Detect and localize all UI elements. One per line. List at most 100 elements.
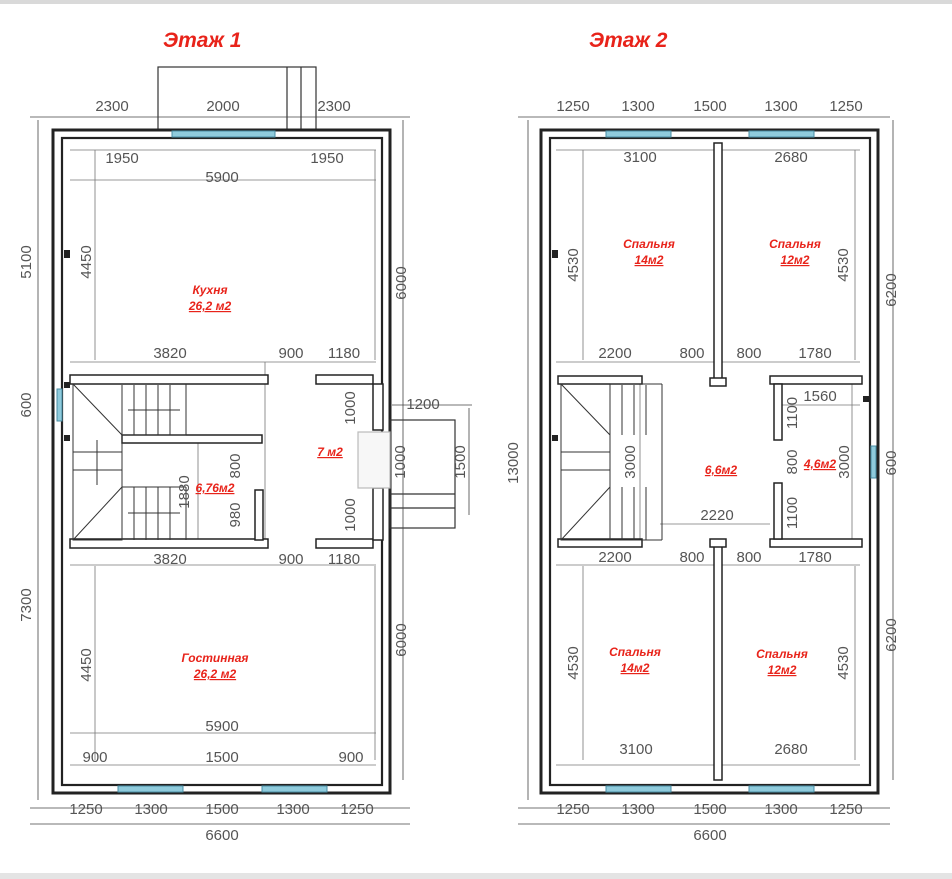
dim-label: 4530 <box>565 248 582 281</box>
dim-label: 1000 <box>342 498 359 531</box>
dim-label: 1300 <box>764 98 797 115</box>
dim-label: 1100 <box>784 397 801 429</box>
dim-label: 4450 <box>78 648 95 681</box>
floor2-inner-dimension-lines <box>556 149 860 766</box>
dim-label: 2000 <box>206 98 239 115</box>
room-area: 4,6м2 <box>803 457 837 471</box>
room-name: Гостинная <box>181 651 248 665</box>
bottom-border <box>0 873 952 879</box>
dim-label: 4450 <box>78 245 95 278</box>
room-area: 26,2 м2 <box>188 299 232 313</box>
dim-label: 2680 <box>774 741 807 758</box>
dim-label: 6200 <box>883 273 900 306</box>
dim-label: 1200 <box>406 396 439 413</box>
floor1-outer-walls <box>51 128 392 795</box>
floor1-side-porch <box>357 419 456 529</box>
dim-label: 1250 <box>556 98 589 115</box>
room-area: 26,2 м2 <box>193 667 237 681</box>
dim-label: 1000 <box>342 391 359 424</box>
dim-label: 6000 <box>393 623 410 656</box>
dim-label: 3820 <box>153 345 186 362</box>
dim-label: 1950 <box>105 150 138 167</box>
dim-label: 3100 <box>619 741 652 758</box>
dim-label: 5900 <box>205 718 238 735</box>
dim-label: 2300 <box>95 98 128 115</box>
dim-label: 1300 <box>134 801 167 818</box>
dim-label: 1560 <box>803 388 836 405</box>
floor2-markers <box>552 250 869 441</box>
dim-label: 4530 <box>565 646 582 679</box>
dim-label: 1180 <box>328 345 360 362</box>
room-name: Спальня <box>756 647 808 661</box>
dim-label: 6600 <box>693 827 726 844</box>
room-area: 6,76м2 <box>196 481 235 495</box>
dim-label: 900 <box>338 749 363 766</box>
dim-label: 1100 <box>784 497 801 529</box>
dim-label: 1950 <box>310 150 343 167</box>
floor2-outer-walls <box>539 128 880 795</box>
floor2-title: Этаж 2 <box>589 29 668 52</box>
floor2-plan: 1250 1300 1500 1300 1250 3100 2680 13000… <box>505 98 900 844</box>
dim-label: 980 <box>227 502 244 527</box>
dim-label: 1000 <box>392 445 409 478</box>
dim-label: 1780 <box>798 345 831 362</box>
dim-label: 900 <box>82 749 107 766</box>
floor1-labels: 2300 2000 2300 1950 1950 5900 5100 600 7… <box>18 98 469 844</box>
dim-label: 800 <box>736 549 761 566</box>
floor2-interior-walls <box>557 142 863 781</box>
dim-label: 1780 <box>798 549 831 566</box>
dim-label: 13000 <box>505 442 522 484</box>
room-name: Спальня <box>623 237 675 251</box>
dim-label: 1300 <box>764 801 797 818</box>
dim-label: 800 <box>784 449 801 474</box>
room-area: 12м2 <box>768 663 797 677</box>
dim-label: 1500 <box>452 445 469 478</box>
dim-label: 600 <box>883 450 900 475</box>
dim-label: 1500 <box>205 801 238 818</box>
floor1-title: Этаж 1 <box>163 29 242 52</box>
room-area: 7 м2 <box>317 445 343 459</box>
room-area: 14м2 <box>635 253 664 267</box>
floor1-stairs <box>72 383 187 541</box>
dim-label: 1250 <box>556 801 589 818</box>
dim-label: 2220 <box>700 507 733 524</box>
dim-label: 3100 <box>623 149 656 166</box>
dim-label: 5100 <box>18 245 35 278</box>
dim-label: 1300 <box>621 98 654 115</box>
dim-label: 2680 <box>774 149 807 166</box>
dim-label: 800 <box>227 453 244 478</box>
floor1-dimension-lines <box>30 116 472 825</box>
room-area: 6,6м2 <box>705 463 738 477</box>
floor1-inner-dimension-lines <box>70 149 376 766</box>
dim-label: 2300 <box>317 98 350 115</box>
floor2-windows <box>605 130 877 793</box>
dim-label: 800 <box>736 345 761 362</box>
floor1-plan: 2300 2000 2300 1950 1950 5900 5100 600 7… <box>18 66 472 844</box>
floor2-dimension-lines <box>518 116 894 825</box>
dim-label: 1300 <box>276 801 309 818</box>
top-border <box>0 0 952 4</box>
dim-label: 1250 <box>69 801 102 818</box>
dim-label: 900 <box>278 345 303 362</box>
dim-label: 800 <box>679 345 704 362</box>
dim-label: 600 <box>18 392 35 417</box>
floor2-stairs <box>560 383 663 541</box>
dim-label: 1250 <box>340 801 373 818</box>
room-area: 12м2 <box>781 253 810 267</box>
room-area: 14м2 <box>621 661 650 675</box>
dim-label: 1880 <box>176 475 193 508</box>
room-name: Спальня <box>609 645 661 659</box>
dim-label: 6000 <box>393 266 410 299</box>
dim-label: 6600 <box>205 827 238 844</box>
dim-label: 1500 <box>693 801 726 818</box>
dim-label: 4530 <box>835 248 852 281</box>
dim-label: 3000 <box>836 445 853 478</box>
floor2-labels: 1250 1300 1500 1300 1250 3100 2680 13000… <box>505 98 900 844</box>
dim-label: 6200 <box>883 618 900 651</box>
dim-label: 1500 <box>205 749 238 766</box>
dim-label: 800 <box>679 549 704 566</box>
room-name: Кухня <box>192 283 227 297</box>
dim-label: 5900 <box>205 169 238 186</box>
room-name: Спальня <box>769 237 821 251</box>
